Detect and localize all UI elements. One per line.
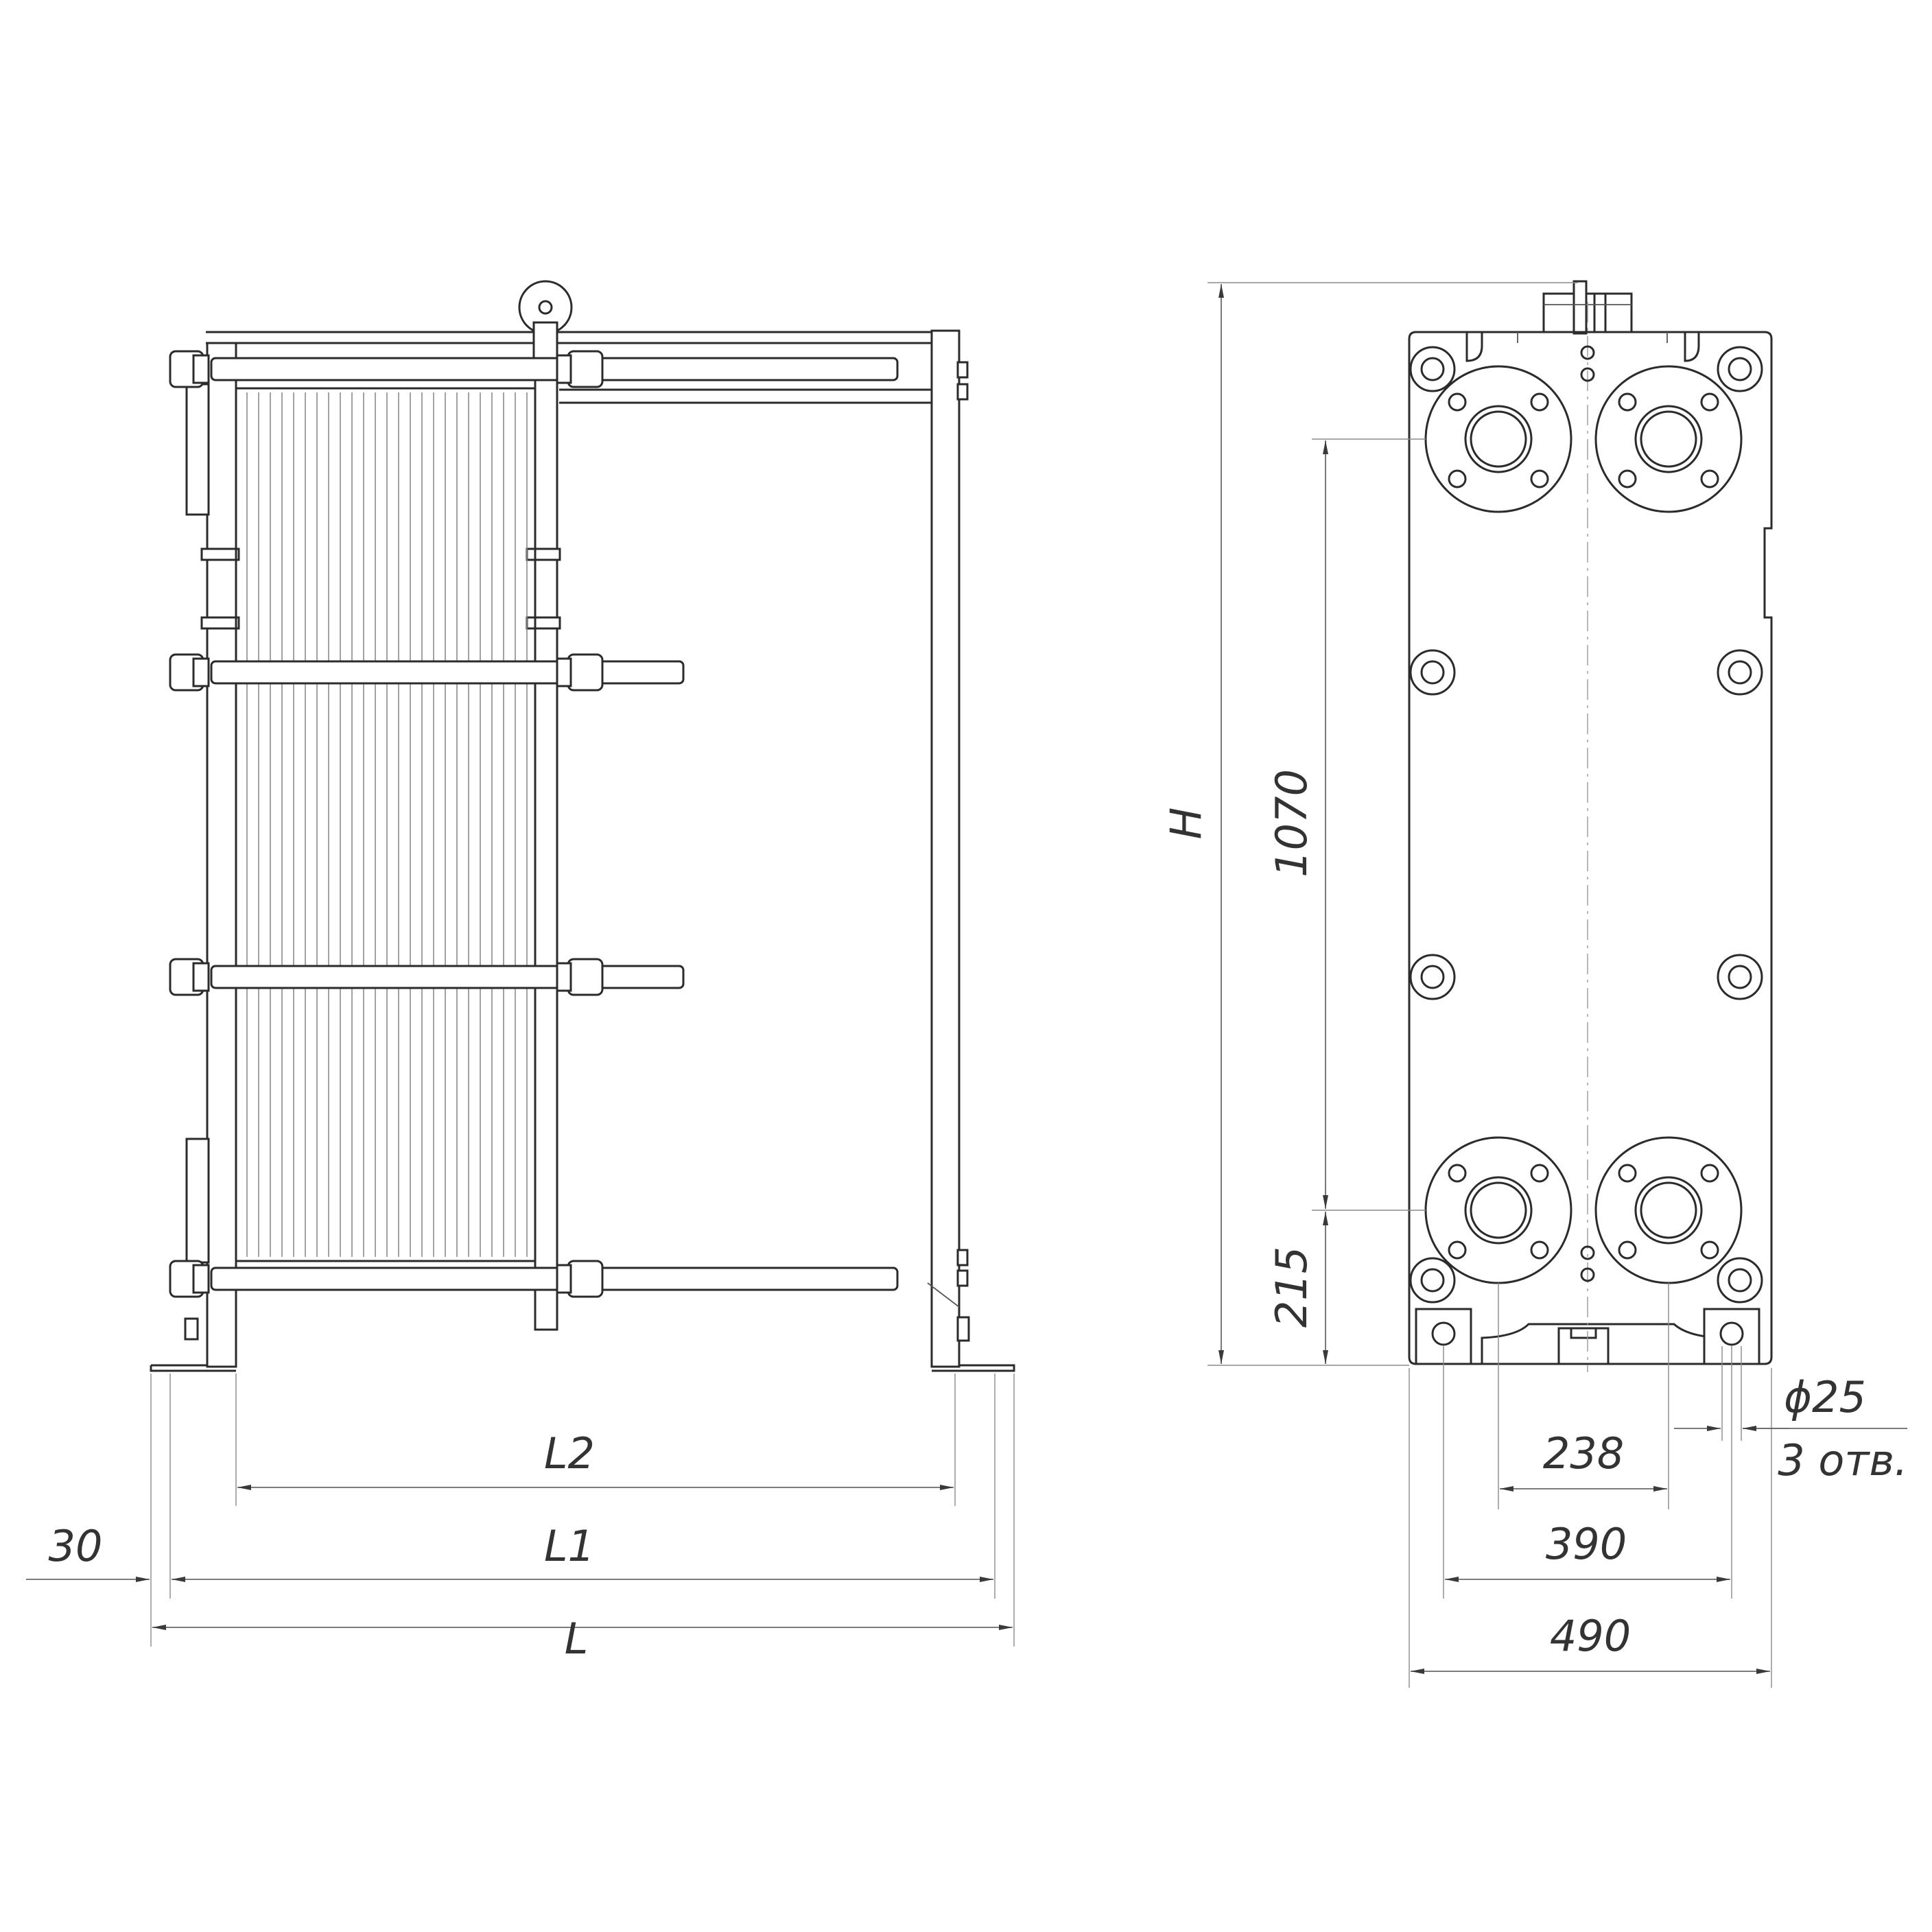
bolt-mid1-left — [1409, 649, 1456, 696]
side-view: L2 L1 30 L — [26, 280, 1015, 1664]
dim-238-label: 238 — [1543, 1428, 1624, 1479]
flange-bottom-left — [1424, 1136, 1572, 1284]
bolt-mid1-right — [1717, 649, 1763, 696]
bolt-mid2-left — [1409, 954, 1456, 1000]
flange-top-right — [1594, 365, 1743, 513]
support-column — [927, 329, 1015, 1372]
upper-guide-bar — [206, 331, 957, 404]
tie-rods — [169, 350, 899, 1298]
tie-rod-bottom — [169, 1260, 899, 1298]
fixed-frame-plate — [150, 342, 240, 1372]
bolt-bottom-right — [1717, 1257, 1763, 1304]
bolt-top-right — [1717, 346, 1763, 392]
front-view: H 1070 215 238 ϕ25 3 отв. — [1161, 280, 1908, 1688]
dim-490-label: 490 — [1550, 1611, 1631, 1661]
plate-pack — [235, 387, 537, 1262]
pressure-plate — [526, 375, 561, 1331]
dim-hole-count-label: 3 отв. — [1778, 1435, 1907, 1485]
flange-ports — [1424, 365, 1743, 1284]
center-drain-holes — [1580, 345, 1595, 1282]
dim-H-label: H — [1161, 808, 1211, 840]
side-view-dimensions: L2 L1 30 L — [26, 1374, 1015, 1664]
flange-top-left — [1424, 365, 1572, 513]
tie-rod-middle-2 — [169, 958, 685, 996]
bolt-bottom-left — [1409, 1257, 1456, 1304]
frame-plate-outline — [1408, 302, 1773, 1372]
dim-1070-label: 1070 — [1267, 769, 1317, 877]
front-view-dimensions: H 1070 215 238 ϕ25 3 отв. — [1161, 282, 1908, 1688]
dim-215-label: 215 — [1267, 1247, 1317, 1328]
dim-L2-label: L2 — [544, 1428, 595, 1479]
frame-bolts — [1409, 346, 1763, 1304]
dim-390-label: 390 — [1546, 1519, 1627, 1569]
dim-hole-diameter-label: ϕ25 — [1784, 1372, 1866, 1422]
bolt-mid2-right — [1717, 954, 1763, 1000]
tie-rod-top — [169, 350, 899, 388]
bolt-top-left — [1409, 346, 1456, 392]
dim-L-label: L — [565, 1614, 589, 1664]
flange-bottom-right — [1594, 1136, 1743, 1284]
roller-wheel — [518, 280, 573, 365]
tie-rod-middle-1 — [169, 653, 685, 692]
dim-offset-label: 30 — [49, 1521, 103, 1571]
dim-L1-label: L1 — [544, 1521, 595, 1571]
